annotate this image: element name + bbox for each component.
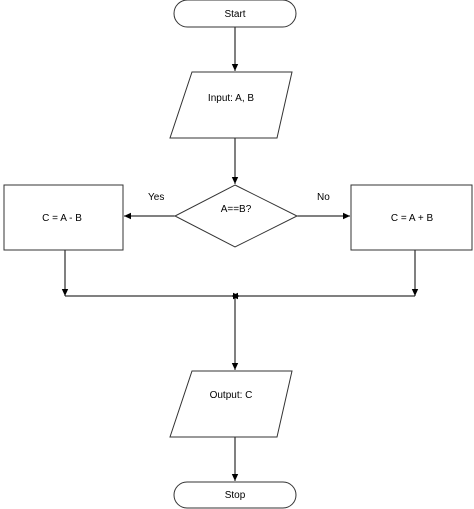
start-terminator: Start bbox=[173, 0, 297, 28]
stop-terminator: Stop bbox=[173, 481, 297, 509]
process-box-subtract: C = A - B bbox=[3, 184, 124, 251]
process-subtract-label: C = A - B bbox=[42, 213, 82, 224]
stop-label: Stop bbox=[225, 490, 246, 501]
start-label: Start bbox=[224, 9, 245, 20]
decision-label: A==B? bbox=[221, 204, 252, 215]
decision-diamond: A==B? bbox=[173, 184, 299, 248]
input-parallelogram: Input: A, B bbox=[169, 71, 293, 139]
no-branch-label: No bbox=[317, 192, 330, 203]
output-parallelogram: Output: C bbox=[169, 370, 293, 438]
input-label: Input: A, B bbox=[208, 93, 254, 104]
process-add-label: C = A + B bbox=[391, 213, 434, 224]
process-box-add: C = A + B bbox=[350, 184, 473, 251]
output-label: Output: C bbox=[210, 390, 253, 401]
yes-branch-label: Yes bbox=[148, 192, 164, 203]
